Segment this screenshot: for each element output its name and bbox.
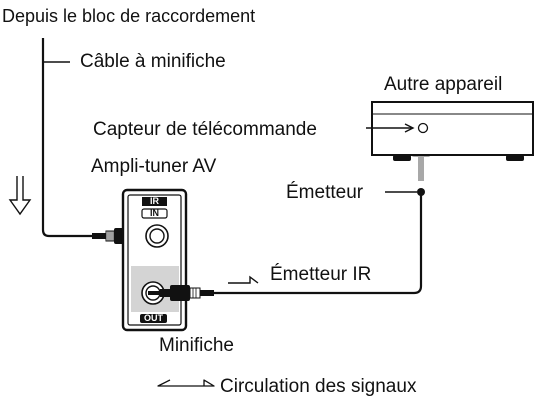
- out-miniplug-icon: [148, 285, 214, 301]
- panel-ir-title: IR: [150, 196, 159, 206]
- other-device-box: [371, 101, 534, 161]
- other-device-label: Autre appareil: [384, 74, 503, 95]
- signal-arrow-right-icon: [228, 275, 259, 284]
- cable-line-out: [214, 192, 423, 295]
- source-label: Depuis le bloc de raccordement: [2, 6, 256, 26]
- emitter-dot: [417, 188, 425, 196]
- signal-flow-legend-icon: [157, 379, 215, 387]
- ir-emitter-label: Émetteur IR: [270, 264, 372, 285]
- receiver-label: Ampli-tuner AV: [91, 156, 217, 177]
- sensor-arrow-icon: [404, 123, 415, 133]
- cable-label: Câble à minifiche: [80, 51, 226, 72]
- remote-sensor-label: Capteur de télécommande: [93, 119, 317, 140]
- panel-out-label: OUT: [144, 313, 163, 323]
- emitter-label: Émetteur: [286, 182, 364, 203]
- panel-in-label: IN: [150, 208, 159, 218]
- signal-arrow-down-icon: [8, 176, 32, 216]
- signal-flow-label: Circulation des signaux: [220, 376, 417, 397]
- miniplug-label: Minifiche: [159, 335, 234, 356]
- cable-line-in: [41, 38, 92, 238]
